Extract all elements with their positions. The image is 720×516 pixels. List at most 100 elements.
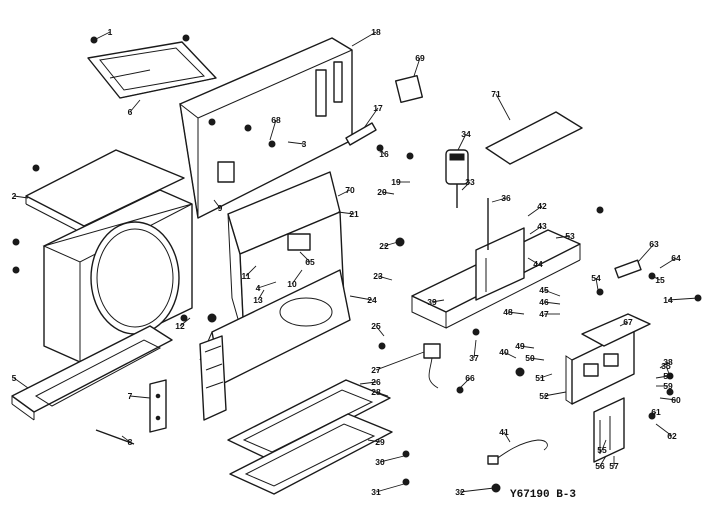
callout-label-41: 41: [499, 427, 509, 437]
callout-leader-60: [659, 397, 677, 401]
callout-label-10: 10: [287, 279, 297, 289]
callout-label-28: 28: [371, 387, 381, 397]
callout-leader-30: [379, 455, 405, 463]
callout-26: 26: [359, 377, 381, 387]
callout-21: 21: [337, 209, 359, 219]
rear-housing: [179, 37, 353, 219]
callout-label-17: 17: [373, 103, 383, 113]
evaporator-coil: [199, 335, 227, 421]
callout-label-59: 59: [663, 381, 673, 391]
callout-6: 6: [128, 99, 141, 117]
callout-64: 64: [659, 253, 681, 269]
callout-leader-38: [659, 361, 669, 369]
callout-49: 49: [515, 341, 535, 351]
callout-leader-32: [459, 487, 495, 493]
callout-leader-54: [595, 277, 599, 291]
callout-48: 48: [503, 307, 525, 317]
callout-53: 53: [555, 231, 575, 241]
callout-leader-45: [543, 289, 561, 297]
callout-label-27: 27: [371, 365, 381, 375]
callout-31: 31: [371, 483, 405, 497]
callout-leader-52: [543, 391, 567, 397]
callout-leader-67: [619, 321, 629, 327]
callout-label-19: 19: [391, 177, 401, 187]
callout-leader-28: [375, 391, 389, 397]
callout-15: 15: [651, 275, 665, 285]
callout-label-24: 24: [367, 295, 377, 305]
callout-35: 35: [661, 361, 671, 377]
callout-leader-21: [337, 211, 355, 215]
callout-5: 5: [12, 373, 29, 389]
callout-leader-70: [337, 189, 351, 197]
callout-leader-10: [291, 269, 303, 285]
callout-label-39: 39: [427, 297, 437, 307]
callout-label-18: 18: [371, 27, 381, 37]
callout-label-68: 68: [271, 115, 281, 125]
switch-plate: [581, 313, 651, 347]
callout-29: 29: [367, 437, 385, 447]
callout-37: 37: [469, 339, 479, 363]
callout-39: 39: [427, 297, 445, 307]
callout-3: 3: [287, 139, 307, 149]
callout-label-54: 54: [591, 273, 601, 283]
callout-leader-11: [245, 265, 257, 277]
callout-leader-55: [601, 439, 607, 451]
callout-20: 20: [377, 187, 395, 197]
callout-13: 13: [253, 289, 265, 305]
callout-leader-23: [377, 275, 393, 281]
callout-leader-40: [503, 351, 517, 359]
callout-label-57: 57: [609, 461, 619, 471]
callout-leader-48: [507, 311, 525, 315]
callout-label-44: 44: [533, 259, 543, 269]
callout-leader-36: [491, 197, 507, 203]
callout-8: 8: [121, 435, 133, 447]
callout-32: 32: [455, 487, 495, 497]
callout-label-33: 33: [465, 177, 475, 187]
callout-label-20: 20: [377, 187, 387, 197]
callout-leader-63: [637, 243, 655, 263]
callout-58: 58: [655, 371, 673, 381]
callout-label-2: 2: [12, 191, 17, 201]
insulation-pad: [485, 111, 583, 165]
callout-leader-16: [379, 147, 385, 155]
connector-block: [614, 259, 642, 279]
callout-label-50: 50: [525, 353, 535, 363]
callout-leader-43: [529, 225, 543, 235]
callout-label-7: 7: [128, 391, 133, 401]
callout-leader-7: [129, 395, 151, 399]
drain-tray-upper: [227, 379, 391, 461]
figure-id: Y67190 B-3: [510, 489, 576, 501]
callout-12: 12: [175, 317, 191, 331]
top-bracket-plate: [87, 41, 217, 99]
callout-1: 1: [93, 27, 113, 41]
callout-leader-9: [213, 199, 221, 209]
callout-label-56: 56: [595, 461, 605, 471]
callout-label-48: 48: [503, 307, 513, 317]
callout-label-70: 70: [345, 185, 355, 195]
callout-label-14: 14: [663, 295, 673, 305]
callout-label-58: 58: [663, 371, 673, 381]
callout-label-9: 9: [218, 203, 223, 213]
callout-leader-25: [375, 325, 385, 337]
callout-leader-12: [179, 317, 191, 327]
control-panel: [565, 329, 635, 405]
callout-54: 54: [591, 273, 601, 291]
callout-leader-13: [257, 289, 265, 301]
callout-11: 11: [242, 265, 257, 281]
callout-leader-24: [349, 295, 373, 301]
callout-label-35: 35: [661, 361, 671, 371]
callout-label-51: 51: [535, 373, 545, 383]
callout-label-38: 38: [663, 357, 673, 367]
callout-label-60: 60: [671, 395, 681, 405]
callout-label-13: 13: [253, 295, 263, 305]
callout-label-5: 5: [12, 373, 17, 383]
callout-leader-6: [129, 99, 141, 113]
callout-label-53: 53: [565, 231, 575, 241]
relay: [423, 343, 441, 389]
callout-62: 62: [655, 423, 677, 441]
thermostat-box: [593, 397, 625, 463]
foam-pad: [394, 74, 424, 104]
callout-label-16: 16: [379, 149, 389, 159]
callout-label-61: 61: [651, 407, 661, 417]
